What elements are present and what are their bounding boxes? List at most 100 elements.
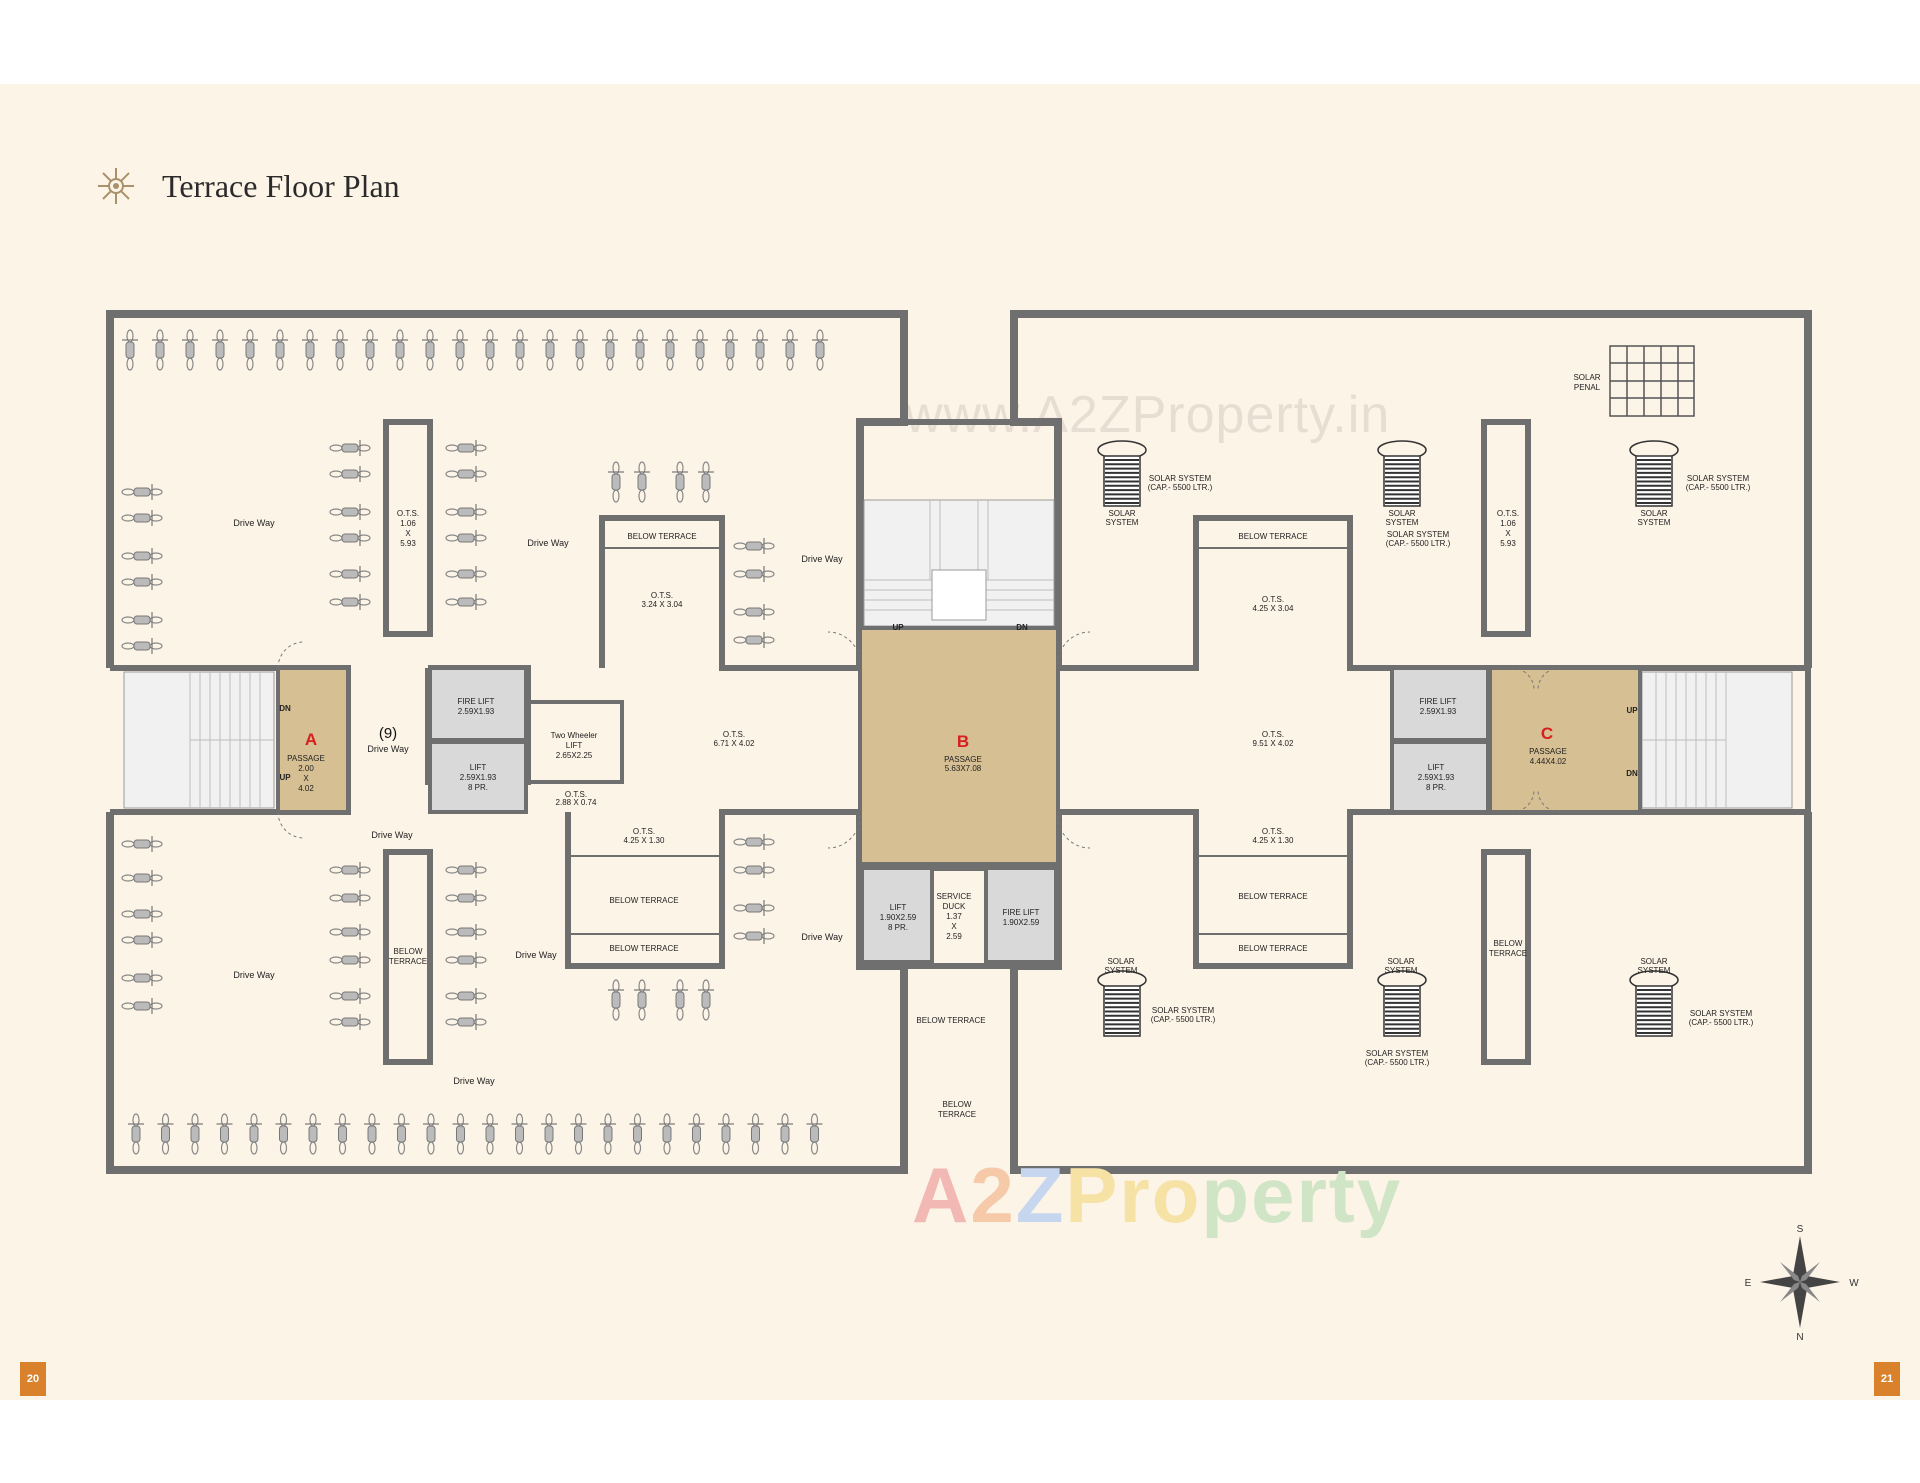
core-c-letter: C <box>1541 724 1553 743</box>
solar-water-heater-icon <box>1377 970 1427 1037</box>
bike-parking-icon <box>121 836 163 852</box>
bike-parking-icon <box>482 329 498 371</box>
bike-parking-icon <box>392 329 408 371</box>
svg-text:DUCK: DUCK <box>943 902 966 911</box>
core-b-passage <box>858 626 1060 866</box>
bike-parking-icon <box>305 1113 321 1155</box>
svg-text:3.24 X 3.04: 3.24 X 3.04 <box>642 600 683 609</box>
svg-text:(CAP.- 5500 LTR.): (CAP.- 5500 LTR.) <box>1151 1015 1216 1024</box>
page-number-right: 21 <box>1874 1362 1900 1396</box>
bike-parking-icon <box>121 510 163 526</box>
label-drive-way-8: Drive Way <box>233 970 275 980</box>
bike-parking-icon <box>608 461 624 503</box>
svg-text:(CAP.- 5500 LTR.): (CAP.- 5500 LTR.) <box>1386 539 1451 548</box>
bike-parking-icon <box>512 329 528 371</box>
bike-parking-icon <box>747 1113 764 1155</box>
stair-c-dn: DN <box>1626 769 1638 778</box>
bike-parking-icon <box>216 1113 233 1155</box>
bike-parking-icon <box>445 530 487 546</box>
bike-parking-icon <box>157 1113 174 1155</box>
bike-parking-icon <box>121 638 163 654</box>
label-below-terrace-right-box: BELOW <box>1494 939 1523 948</box>
svg-text:SOLAR SYSTEM: SOLAR SYSTEM <box>1387 530 1450 539</box>
bike-parking-icon <box>629 1113 646 1155</box>
label-below-terrace-left-box-1: BELOW <box>394 947 423 956</box>
core-c-passage <box>1488 666 1642 814</box>
svg-text:SYSTEM: SYSTEM <box>1106 518 1139 527</box>
bike-parking-icon <box>782 329 798 371</box>
label-solar-sys-3: SOLAR SYSTEM <box>1687 474 1750 483</box>
fire-lift-left-label: FIRE LIFT <box>458 697 495 706</box>
label-drive-way-4: Drive Way <box>367 744 409 754</box>
stair-c-up: UP <box>1626 706 1638 715</box>
label-drive-way-9: Drive Way <box>453 1076 495 1086</box>
solar-water-heater-icon <box>1377 440 1427 507</box>
svg-text:X: X <box>303 774 309 783</box>
bike-parking-icon <box>445 890 487 906</box>
bike-parking-icon <box>212 329 228 371</box>
svg-text:X: X <box>405 529 411 538</box>
wall-right-wing-top <box>1010 310 1812 668</box>
bike-parking-icon <box>445 1014 487 1030</box>
label-below-terrace-l3: BELOW TERRACE <box>609 944 678 953</box>
svg-text:4.25 X 1.30: 4.25 X 1.30 <box>624 836 665 845</box>
bike-parking-icon <box>662 329 678 371</box>
compass-w: W <box>1849 1278 1859 1289</box>
lift-b <box>860 866 934 964</box>
label-solar-sys-2: SOLAR <box>1388 509 1415 518</box>
svg-text:1.06: 1.06 <box>1500 519 1516 528</box>
bike-parking-icon <box>511 1113 528 1155</box>
stair-a-up: UP <box>279 773 291 782</box>
bike-parking-icon <box>733 928 775 944</box>
label-solar-sys-4: SOLAR <box>1107 957 1134 966</box>
bike-parking-icon <box>608 979 624 1021</box>
bike-parking-icon <box>152 329 168 371</box>
svg-text:PASSAGE: PASSAGE <box>287 754 325 763</box>
ots-r-bot: O.T.S. <box>1262 827 1284 836</box>
wall-left-wing-bottom <box>106 812 908 1174</box>
bike-parking-icon <box>634 979 650 1021</box>
fire-lift-right-label: FIRE LIFT <box>1420 697 1457 706</box>
stair-b-dn: DN <box>1016 623 1028 632</box>
label-drive-way-6: Drive Way <box>515 950 557 960</box>
bike-parking-icon <box>572 329 588 371</box>
lift-left-label: LIFT <box>470 763 487 772</box>
svg-text:(CAP.- 5500 LTR.): (CAP.- 5500 LTR.) <box>1689 1018 1754 1027</box>
core-a-passage <box>276 666 350 814</box>
svg-text:2.00: 2.00 <box>298 764 314 773</box>
svg-text:2.59X1.93: 2.59X1.93 <box>458 707 495 716</box>
lift-right <box>1390 740 1490 814</box>
label-solar-sys-6: SOLAR <box>1640 957 1667 966</box>
bike-parking-icon <box>570 1113 587 1155</box>
bike-parking-icon <box>329 440 371 456</box>
svg-text:4.25 X 3.04: 4.25 X 3.04 <box>1253 604 1294 613</box>
bike-parking-icon <box>733 566 775 582</box>
lift-b-label: LIFT <box>890 903 907 912</box>
svg-text:PENAL: PENAL <box>1574 383 1601 392</box>
svg-text:SYSTEM: SYSTEM <box>1385 966 1418 975</box>
bike-parking-icon <box>698 979 714 1021</box>
bike-parking-icon <box>718 1113 734 1155</box>
bike-parking-icon <box>329 890 371 906</box>
svg-text:(CAP.- 5500 LTR.): (CAP.- 5500 LTR.) <box>1686 483 1751 492</box>
bike-parking-icon <box>752 329 768 371</box>
label-below-terrace-l2: BELOW TERRACE <box>609 896 678 905</box>
ots-l-top: O.T.S. <box>651 591 673 600</box>
bike-parking-icon <box>688 1113 705 1155</box>
svg-text:SOLAR: SOLAR <box>1640 509 1667 518</box>
label-drive-way-7: Drive Way <box>801 932 843 942</box>
bike-parking-icon <box>121 932 163 948</box>
bike-parking-icon <box>182 329 198 371</box>
label-drive-way-5: Drive Way <box>371 830 413 840</box>
stair-b-up: UP <box>892 623 904 632</box>
bike-parking-icon <box>812 329 828 371</box>
svg-text:SYSTEM: SYSTEM <box>1638 966 1671 975</box>
svg-text:(CAP.- 5500 LTR.): (CAP.- 5500 LTR.) <box>1365 1058 1430 1067</box>
bike-parking-icon <box>541 1113 557 1155</box>
bike-parking-icon <box>121 970 163 986</box>
bike-parking-icon <box>332 329 348 371</box>
svg-text:6.71 X 4.02: 6.71 X 4.02 <box>714 739 755 748</box>
label-solar-sys-5: SOLAR <box>1387 957 1414 966</box>
core-b-letter: B <box>957 732 969 751</box>
